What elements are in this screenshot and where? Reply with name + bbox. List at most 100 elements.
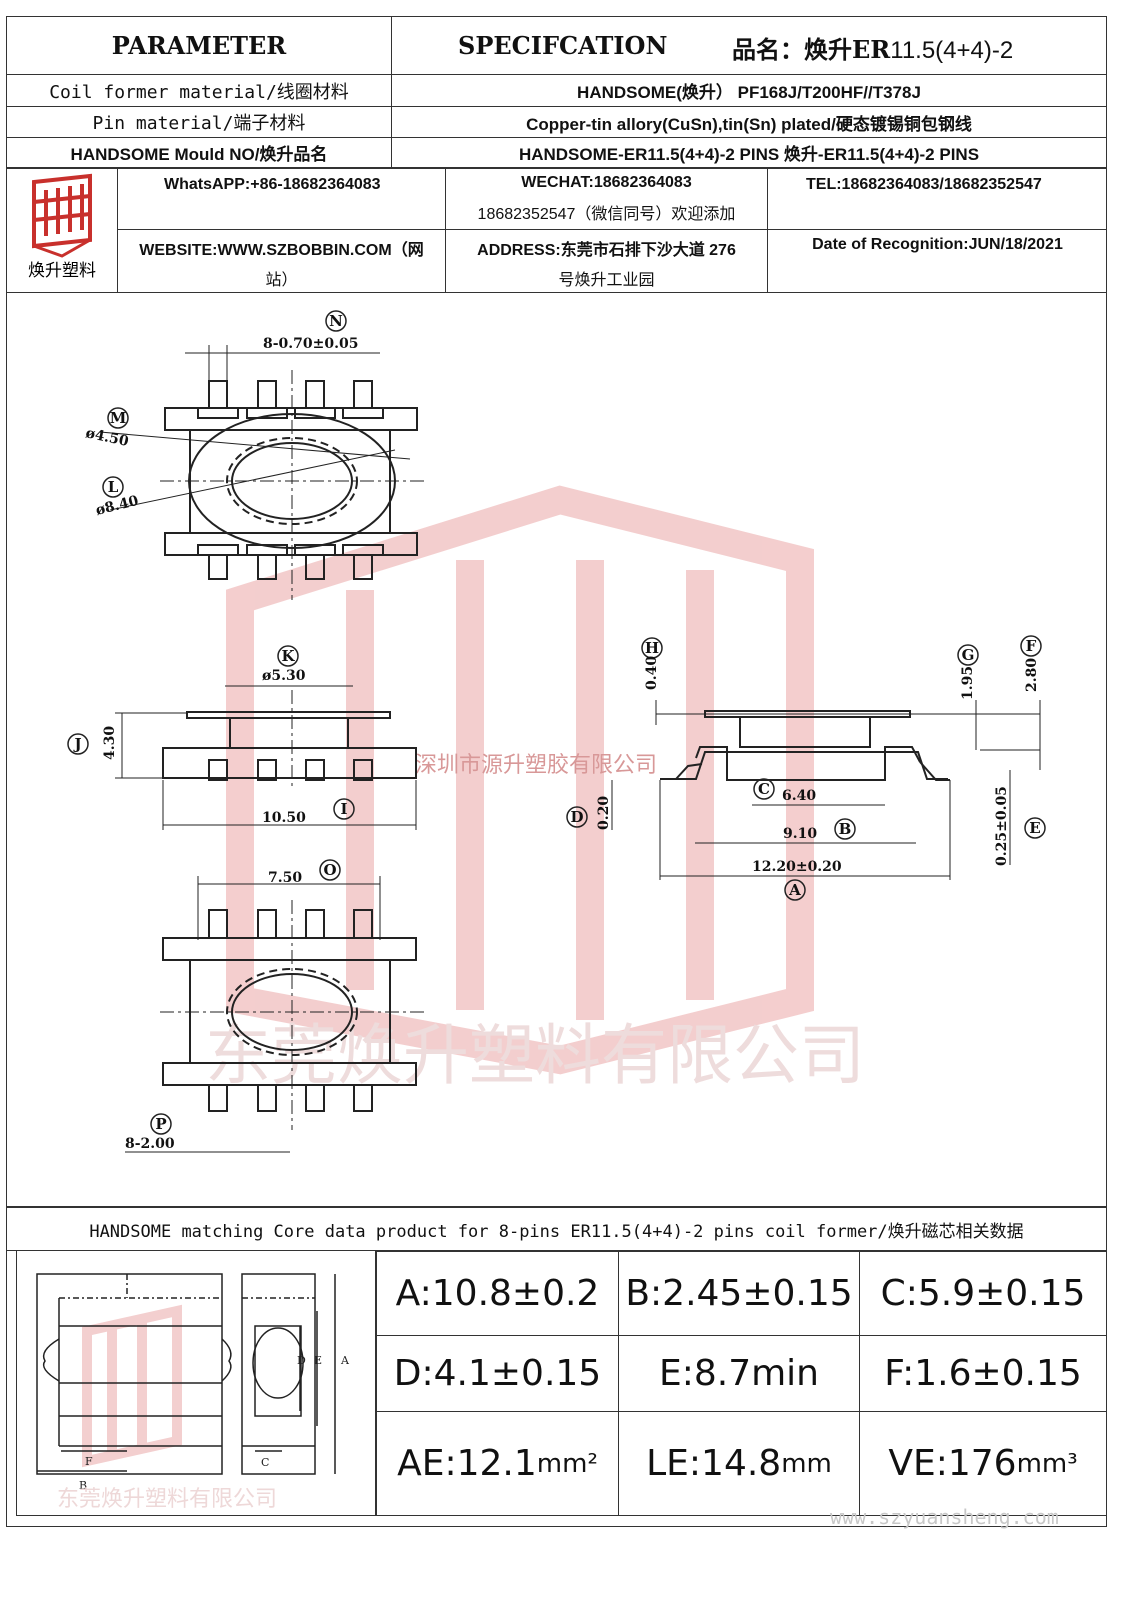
section-view [660, 710, 950, 781]
tel-cell: TEL:18682364083/18682352547 [768, 168, 1107, 230]
product-name-value: 11.5(4+4)-2 [890, 37, 1014, 64]
label-f: F [1020, 635, 1042, 657]
svg-text:B: B [839, 820, 852, 838]
coil-former-material-value: HANDSOME(焕升） PF168J/T200HF//T378J [577, 83, 921, 102]
dim-g: 1.95 [960, 666, 976, 700]
label-h: H [641, 637, 663, 659]
label-m: M [107, 407, 129, 429]
label-g: G [957, 644, 979, 666]
drawing-frame [6, 293, 1107, 1207]
address-line-1: ADDRESS:东莞市石排下沙大道 276 [477, 242, 736, 259]
outer-frame-bottom [6, 1251, 1107, 1527]
svg-text:E: E [1029, 819, 1040, 837]
dim-j: 4.30 [102, 726, 118, 760]
dim-f: 2.80 [1024, 658, 1040, 692]
dim-n: 8-0.70±0.05 [263, 336, 358, 352]
core-label-c: C [261, 1456, 269, 1469]
dim-c: 6.40 [782, 788, 816, 804]
top-view-bobbin [99, 370, 425, 600]
watermark-logo [226, 485, 814, 1075]
website-cell: WEBSITE:WWW.SZBOBBIN.COM（网 站） [118, 230, 446, 293]
core-diagram: A E D F B C 东莞焕升塑料有限公司 [36, 1273, 350, 1512]
label-e: E [1024, 817, 1046, 839]
dim-m: ø4.50 [84, 425, 130, 450]
label-j: J [67, 733, 89, 755]
ve-unit: mm³ [1016, 1448, 1078, 1479]
parameter-header-text: PARAMETER [111, 31, 287, 60]
le-unit: mm [781, 1448, 832, 1479]
label-i: I [333, 798, 355, 820]
watermark-url: www.szyuansheng.com [830, 1505, 1059, 1529]
svg-text:N: N [329, 312, 343, 330]
dim-o: 7.50 [268, 870, 302, 886]
label-b: B [834, 818, 856, 840]
ae-unit: mm² [536, 1448, 598, 1479]
website-line-2: 站） [265, 272, 298, 289]
ve-label: VE:176 [888, 1443, 1017, 1484]
tel-text: TEL:18682364083/18682352547 [806, 176, 1042, 193]
core-value-c: C:5.9±0.15 [859, 1251, 1107, 1336]
watermark-center-text: 深圳市源升塑胶有限公司 [415, 753, 657, 778]
specification-header-text: SPECIFCATION [458, 31, 668, 60]
spec-row-value: HANDSOME-ER11.5(4+4)-2 PINS 焕升-ER11.5(4+… [391, 137, 1107, 168]
whatsapp-text: WhatsAPP:+86-18682364083 [164, 176, 381, 193]
core-watermark [82, 1304, 182, 1468]
core-label-d: D [297, 1354, 306, 1367]
svg-text:M: M [110, 409, 127, 427]
svg-text:D: D [570, 808, 583, 826]
dim-p: 8-2.00 [125, 1136, 175, 1152]
svg-text:H: H [645, 639, 659, 657]
label-d: D [566, 806, 588, 828]
product-name-label: 品名：焕升 [732, 35, 852, 64]
wechat-line-1: WECHAT:18682364083 [521, 174, 692, 191]
date-cell: Date of Recognition:JUN/18/2021 [768, 230, 1107, 293]
coil-former-material-label: Coil former material/线圈材料 [49, 81, 349, 103]
dim-d: 0.20 [596, 796, 612, 830]
logo-caption: 焕升塑料 [28, 261, 96, 281]
technical-drawing: 深圳市源升塑胶有限公司 东莞焕升塑料有限公司 [67, 310, 1046, 1153]
side-view-bobbin [162, 690, 417, 790]
svg-text:A: A [788, 881, 801, 899]
dim-i: 10.50 [262, 810, 306, 826]
core-section-title: HANDSOME matching Core data product for … [6, 1207, 1107, 1251]
label-c: C [753, 778, 775, 800]
product-name: 品名：焕升ER11.5(4+4)-2 [732, 30, 1013, 65]
svg-text:F: F [1026, 637, 1037, 655]
dim-k: ø5.30 [262, 668, 306, 684]
core-label-a: A [340, 1354, 350, 1367]
company-info-box [6, 168, 1107, 293]
pin-material-value: Copper-tin allory(CuSn),tin(Sn) plated/硬… [526, 114, 972, 134]
svg-text:K: K [281, 647, 295, 665]
ae-label: AE:12.1 [397, 1443, 537, 1484]
dim-b: 9.10 [783, 826, 817, 842]
logo-cell: 焕升塑料 [6, 168, 118, 293]
le-label: LE:14.8 [646, 1443, 782, 1484]
dim-l: ø8.40 [94, 493, 140, 519]
top-view-pins [197, 380, 384, 580]
core-watermark-text: 东莞焕升塑料有限公司 [57, 1487, 277, 1512]
label-n: N [325, 310, 347, 332]
label-o: O [319, 859, 341, 881]
wechat-cell: WECHAT:18682364083 18682352547（微信同号）欢迎添加 [446, 168, 768, 230]
svg-text:P: P [155, 1115, 166, 1133]
svg-text:O: O [323, 861, 336, 879]
website-line-1: WEBSITE:WWW.SZBOBBIN.COM（网 [139, 242, 424, 259]
wechat-line-2: 18682352547（微信同号）欢迎添加 [477, 206, 736, 223]
core-label-f: F [85, 1455, 93, 1468]
core-value-b: B:2.45±0.15 [618, 1251, 860, 1336]
svg-text:I: I [340, 800, 347, 818]
label-l: L [102, 476, 124, 498]
bottom-view-bobbin [160, 900, 425, 1130]
whatsapp-cell: WhatsAPP:+86-18682364083 [118, 168, 446, 230]
product-name-er: ER [852, 35, 891, 64]
core-label-b: B [79, 1479, 87, 1492]
label-a: A [784, 879, 806, 901]
watermark-large-text: 东莞焕升塑料有限公司 [205, 1017, 865, 1094]
core-section-title-text: HANDSOME matching Core data product for … [89, 1221, 1024, 1242]
dim-e: 0.25±0.05 [994, 786, 1010, 866]
dim-h: 0.40 [644, 656, 660, 690]
date-text: Date of Recognition:JUN/18/2021 [812, 236, 1063, 253]
svg-text:G: G [962, 646, 975, 664]
label-p: P [150, 1113, 172, 1135]
